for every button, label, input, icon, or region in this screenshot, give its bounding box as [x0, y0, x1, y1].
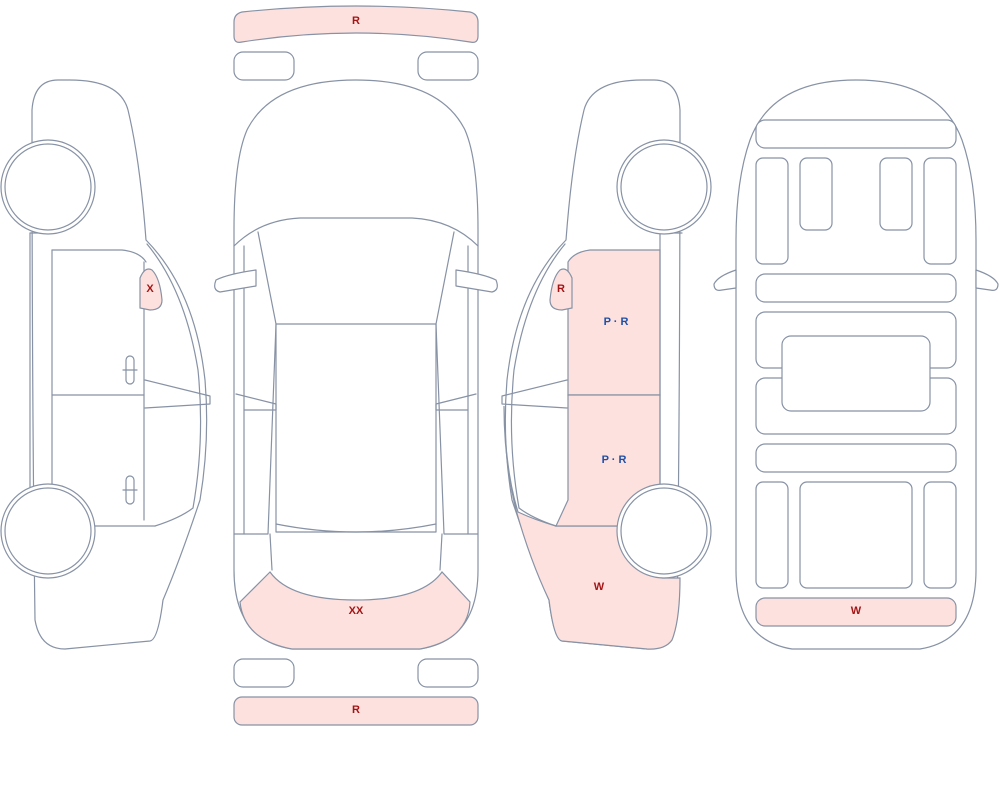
rear-right-headrest [879, 157, 913, 231]
right-front-fender [503, 405, 681, 650]
left-mirror [139, 268, 163, 311]
front-bumper-area-label: XX [349, 605, 364, 617]
interior-view: W [713, 79, 999, 650]
rear-bumper-top-label: R [352, 15, 360, 27]
rear-left-headrest [799, 157, 833, 231]
rear-left-seat [755, 157, 789, 265]
front-bumper-area [239, 571, 471, 650]
center-console [781, 335, 931, 412]
top-view: R XX R [214, 5, 498, 726]
right-front-fender-label: W [594, 581, 605, 593]
rear-bench [755, 273, 957, 303]
roof [275, 323, 437, 533]
front-bumper-bottom [233, 696, 479, 726]
interior-right-mirror [975, 269, 999, 291]
front-bench [755, 443, 957, 473]
left-mirror-label: X [146, 283, 154, 295]
rear-bumper-top [233, 5, 479, 43]
left-window-line [146, 243, 202, 527]
front-bumper-bottom-label: R [352, 704, 360, 716]
right-rear-door-label: P · R [604, 316, 629, 328]
windshield-panel [755, 597, 957, 627]
right-front-door-label: P · R [602, 454, 627, 466]
top-left-mirror [214, 269, 257, 293]
rear-window [233, 217, 479, 247]
dashboard-center [799, 481, 913, 589]
top-right-mirror [455, 269, 498, 293]
interior-left-mirror [713, 269, 737, 291]
passenger-seat [923, 481, 957, 589]
left-tail-light [233, 51, 295, 81]
right-headlight [417, 658, 479, 688]
right-mirror-label: R [557, 283, 565, 295]
right-tail-light [417, 51, 479, 81]
rear-shelf [755, 119, 957, 149]
left-side-view: X [0, 79, 211, 650]
right-side-view: W P · R P · R R [501, 79, 712, 650]
driver-seat [755, 481, 789, 589]
right-front-door [555, 394, 661, 527]
windshield-panel-label: W [851, 605, 862, 617]
left-headlight [233, 658, 295, 688]
rear-right-seat [923, 157, 957, 265]
right-mirror [549, 268, 573, 311]
